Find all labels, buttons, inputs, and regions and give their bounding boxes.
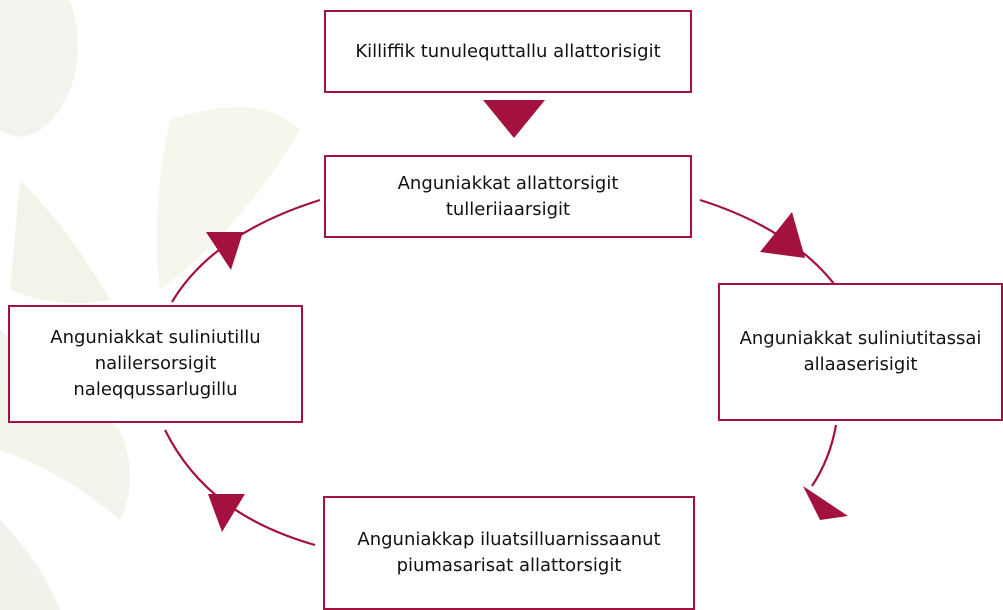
leaf-background [0, 0, 300, 610]
connector-bottom-left [164, 429, 316, 547]
arrow-to-top-box-icon [206, 232, 243, 270]
header-box: Killiffik tunulequttallu allattorisigit [324, 10, 692, 93]
cycle-top-line-1: Anguniakkat allattorsigit [397, 172, 619, 194]
cycle-box-right: Anguniakkat suliniutitassai allaaserisig… [718, 283, 1003, 421]
cycle-right-line-2: allaaserisigit [803, 354, 918, 375]
header-box-line-1: Killiffik tunulequttallu allattorisigit [355, 40, 661, 62]
cycle-left-line-2: nalilersorsigit [94, 353, 217, 374]
arrow-down-icon [483, 100, 545, 138]
arrow-to-bottom-box-icon [803, 486, 848, 520]
cycle-bottom-line-2: piumasarisat allattorsigit [396, 555, 622, 576]
cycle-left-line-1: Anguniakkat suliniutillu [50, 327, 261, 348]
connector-right-bottom [811, 424, 838, 487]
cycle-box-top: Anguniakkat allattorsigit tulleriiaarsig… [324, 155, 692, 238]
cycle-bottom-line-1: Anguniakkap iluatsilluarnissaanut [357, 529, 661, 550]
arrow-to-right-box-icon [760, 212, 805, 258]
cycle-right-line-1: Anguniakkat suliniutitassai [739, 328, 982, 349]
cycle-box-bottom: Anguniakkap iluatsilluarnissaanut piumas… [323, 496, 695, 610]
arrow-to-left-box-icon [208, 494, 245, 532]
cycle-box-left: Anguniakkat suliniutillu nalilersorsigit… [8, 305, 303, 423]
cycle-top-line-2: tulleriiaarsigit [445, 198, 571, 220]
cycle-left-line-3: naleqqussarlugillu [73, 379, 238, 400]
